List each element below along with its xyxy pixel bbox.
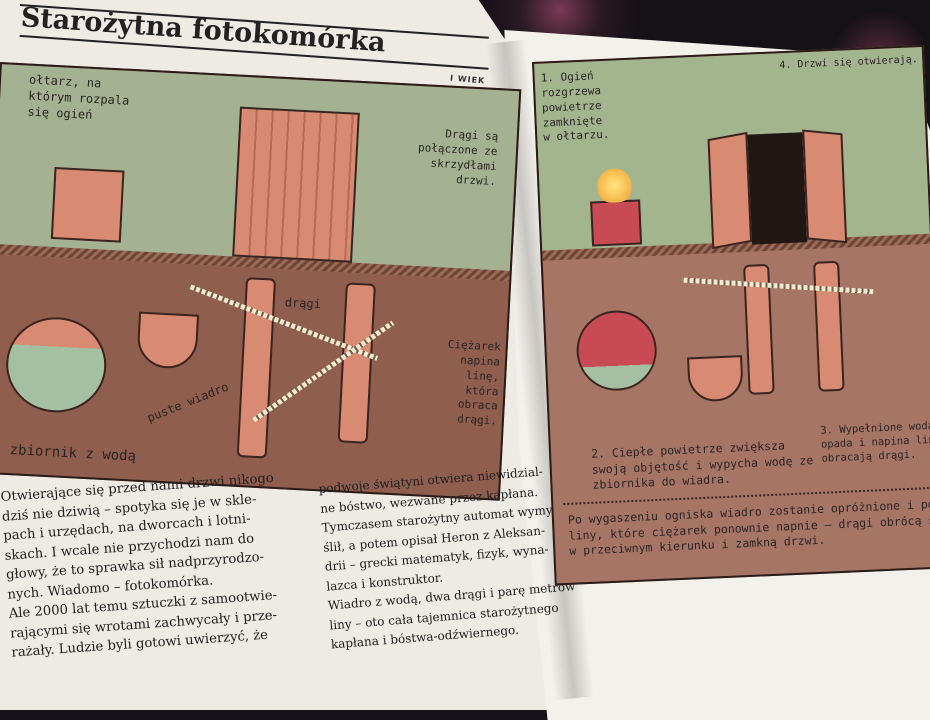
bucket bbox=[136, 311, 200, 370]
step-1-label: 1. Ogień rozgrzewa powietrze zamknięte w… bbox=[540, 69, 610, 144]
water-tank bbox=[574, 308, 659, 393]
label-rods-connected: Drągi są połączone ze skrzydłami drzwi. bbox=[417, 127, 499, 188]
rod-right bbox=[337, 282, 376, 444]
temple-interior bbox=[747, 132, 808, 245]
label-empty-bucket: puste wiadro bbox=[144, 379, 231, 426]
footer-note: Po wygaszeniu ogniska wiadro zostanie op… bbox=[567, 495, 930, 558]
label-weight: Ciężarek napina linę, która obraca drągi… bbox=[447, 337, 502, 428]
step-2-label: 2. Ciepłe powietrze zwiększa swoją objęt… bbox=[590, 438, 814, 492]
text-column-1: Otwierające się przed nami drzwi nikogo … bbox=[0, 469, 285, 663]
water-tank bbox=[3, 314, 109, 415]
rope bbox=[683, 277, 874, 295]
right-illustration: 1. Ogień rozgrzewa powietrze zamknięte w… bbox=[532, 44, 930, 586]
text-column-2: podwoje świątyni otwiera niewidzial- ne … bbox=[318, 461, 579, 655]
label-altar: ołtarz, na którym rozpala się ogień bbox=[27, 72, 130, 123]
altar-with-fire bbox=[590, 199, 643, 247]
open-door-right bbox=[802, 129, 848, 244]
rod-right bbox=[812, 260, 845, 392]
temple-door bbox=[232, 106, 360, 263]
label-water-tank: zbiornik z wodą bbox=[9, 442, 137, 465]
left-illustration: ołtarz, na którym rozpala się ogień Drąg… bbox=[0, 62, 522, 501]
label-rods: drągi bbox=[284, 295, 322, 312]
open-door-left bbox=[707, 131, 753, 250]
fire-icon bbox=[596, 167, 633, 204]
bucket-full bbox=[687, 355, 744, 403]
altar bbox=[50, 167, 125, 243]
step-3-label: 3. Wypełnione wodą w opada i napina liny… bbox=[820, 419, 930, 466]
